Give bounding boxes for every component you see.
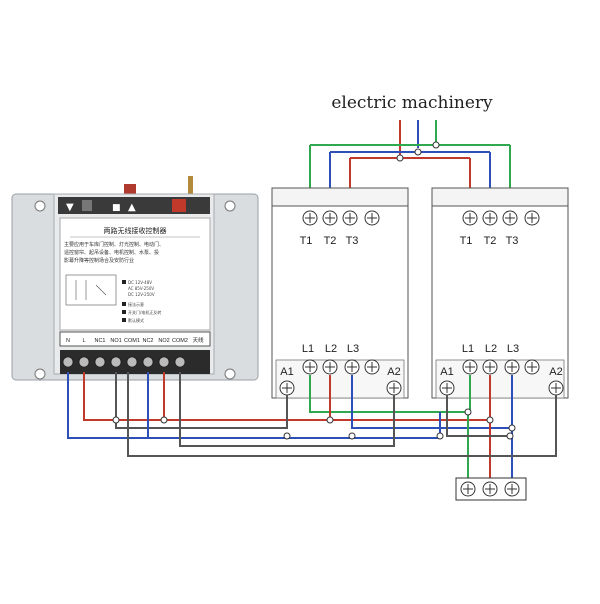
terminal-nc2: NC2 xyxy=(142,338,153,344)
terminal-com2: COM2 xyxy=(172,338,188,344)
terminal-l: L xyxy=(82,338,85,344)
contactor-left-top-screws xyxy=(302,210,380,226)
legend-2: AC 85V-250V xyxy=(128,286,154,291)
controller-legend: DC 12V-48V AC 85V-250V DC 12V-250V 接法示意 … xyxy=(122,280,161,323)
right-l1-label: L1 xyxy=(462,343,474,355)
contactor-left-bottom-screws xyxy=(279,359,402,396)
contactor-right-top-screws xyxy=(462,210,540,226)
contactor-right-bottom-screws xyxy=(439,359,564,396)
button-down-icon: ▼ xyxy=(66,202,74,213)
wireless-controller-module: ▼ ■ ▲ 两路无线接收控制器 主要应用于车库门控制、灯光控制、电动门、 遥控窗… xyxy=(11,176,259,381)
left-l1-label: L1 xyxy=(302,343,314,355)
right-t3-label: T3 xyxy=(506,235,519,247)
controller-desc-3: 影幕升降等控制场合及安防行业 xyxy=(64,257,134,264)
legend-1: DC 12V-48V xyxy=(128,280,152,285)
contactor-left: T1 T2 T3 L1 L2 L3 A1 A2 xyxy=(271,187,409,399)
terminal-no1: NO1 xyxy=(110,338,121,344)
power-supply-terminal-block xyxy=(455,477,527,501)
left-a2-label: A2 xyxy=(387,366,400,378)
controller-desc-1: 主要应用于车库门控制、灯光控制、电动门、 xyxy=(64,241,164,248)
legend-5: 开关门/电机正反转 xyxy=(128,309,161,315)
left-a1-label: A1 xyxy=(280,366,293,378)
controller-desc-2: 遥控窗帘、起吊设备、电机控制、水泵、投 xyxy=(64,249,159,256)
controller-schematic xyxy=(65,274,117,306)
control-wiring xyxy=(67,372,557,478)
left-t2-label: T2 xyxy=(324,235,337,247)
right-l2-label: L2 xyxy=(485,343,497,355)
junction-dots-top xyxy=(396,141,440,162)
controller-label-panel xyxy=(59,217,211,331)
terminal-antenna: 天线 xyxy=(192,336,204,344)
button-up-icon: ▲ xyxy=(128,202,136,213)
junction-dots-bottom xyxy=(112,408,516,440)
terminal-labels: N L NC1 NO1 COM1 NC2 NO2 COM2 天线 xyxy=(66,336,204,344)
left-t1-label: T1 xyxy=(300,235,313,247)
left-l2-label: L2 xyxy=(325,343,337,355)
right-t1-label: T1 xyxy=(460,235,473,247)
legend-6: 默认模式 xyxy=(128,317,144,323)
contactor-right: T1 T2 T3 L1 L2 L3 A1 A2 xyxy=(431,187,569,399)
left-l3-label: L3 xyxy=(347,343,359,355)
right-l3-label: L3 xyxy=(507,343,519,355)
terminal-n: N xyxy=(66,338,70,344)
controller-title: 两路无线接收控制器 xyxy=(104,226,167,235)
diagram-title: electric machinery xyxy=(331,93,493,113)
right-t2-label: T2 xyxy=(484,235,497,247)
left-t3-label: T3 xyxy=(346,235,359,247)
antenna xyxy=(188,176,193,194)
terminal-com1: COM1 xyxy=(124,338,140,344)
right-a2-label: A2 xyxy=(549,366,562,378)
terminal-screws xyxy=(62,356,186,368)
button-stop-icon: ■ xyxy=(112,203,121,213)
legend-4: 接法示意 xyxy=(128,301,144,307)
terminal-nc1: NC1 xyxy=(94,338,105,344)
legend-3: DC 12V-250V xyxy=(128,292,155,297)
right-a1-label: A1 xyxy=(440,366,453,378)
terminal-no2: NO2 xyxy=(158,338,169,344)
terminal-label-strip xyxy=(59,331,211,347)
